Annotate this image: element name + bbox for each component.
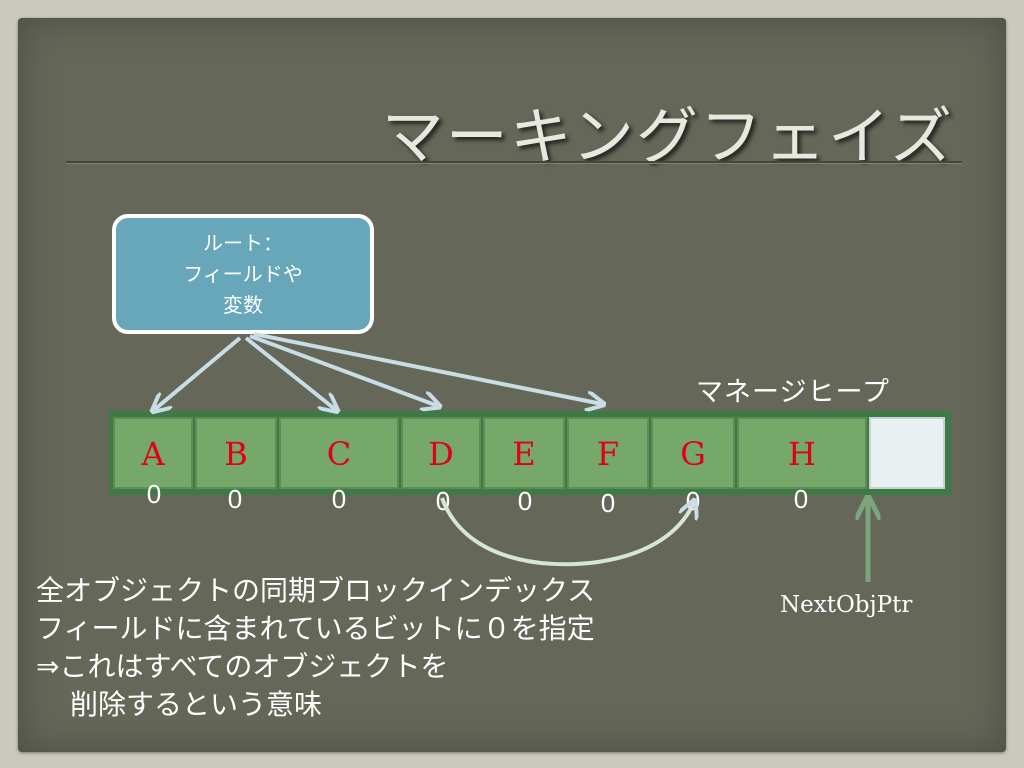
title-divider: [66, 161, 962, 164]
mark-bit-b: 0: [227, 484, 243, 514]
mark-bit-e: 0: [517, 486, 533, 516]
heap-free-space: [869, 417, 945, 489]
object-label-h: H: [788, 435, 816, 473]
heap-object-e: E: [483, 417, 565, 489]
description-line-3: ⇒これはすべてのオブジェクトを: [36, 650, 449, 683]
root-line-3: 変数: [222, 292, 263, 317]
heap-object-c: C: [279, 417, 399, 489]
heap-object-h: H: [737, 417, 867, 489]
root-arrow-to-a: [154, 336, 242, 410]
object-label-d: D: [428, 435, 454, 473]
root-box: ルート： フィールドや 変数: [112, 214, 374, 334]
heap-object-d: D: [401, 417, 481, 489]
slide-title: マーキングフェイズ: [381, 100, 954, 173]
next-obj-ptr-label: NextObjPtr: [780, 592, 913, 618]
object-label-b: B: [224, 435, 248, 473]
root-line-2: フィールドや: [183, 261, 303, 286]
object-label-e: E: [512, 435, 536, 473]
mark-bit-h: 0: [793, 484, 809, 514]
arrows-layer: [18, 332, 1006, 582]
reference-arrow-d-to-g: [440, 498, 694, 567]
heap-object-a: A: [113, 417, 193, 489]
description-text: 全オブジェクトの同期ブロックインデックス フィールドに含まれているビットに０を指…: [36, 572, 595, 724]
root-arrow-to-f: [253, 332, 602, 404]
heap-object-b: B: [195, 417, 277, 489]
mark-bit-f: 0: [600, 488, 616, 518]
description-line-4: 削除するという意味: [70, 688, 323, 721]
root-arrow-to-d: [249, 334, 438, 406]
object-label-f: F: [596, 435, 620, 473]
managed-heap-label: マネージヒープ: [696, 377, 890, 408]
description-line-2: フィールドに含まれているビットに０を指定: [36, 612, 595, 645]
slide: マーキングフェイズ ルート： フィールドや 変数 マネージヒープ A B C D…: [18, 18, 1006, 752]
root-arrow-to-c: [244, 336, 336, 410]
managed-heap: A B C D E F G H: [109, 411, 951, 495]
object-label-g: G: [680, 435, 706, 473]
mark-bit-c: 0: [331, 484, 347, 514]
object-label-c: C: [326, 435, 352, 473]
heap-object-f: F: [567, 417, 649, 489]
description-line-1: 全オブジェクトの同期ブロックインデックス: [36, 574, 596, 607]
heap-object-g: G: [651, 417, 735, 489]
mark-bit-a: 0: [146, 479, 162, 509]
object-label-a: A: [141, 435, 165, 473]
root-line-1: ルート：: [202, 230, 283, 255]
